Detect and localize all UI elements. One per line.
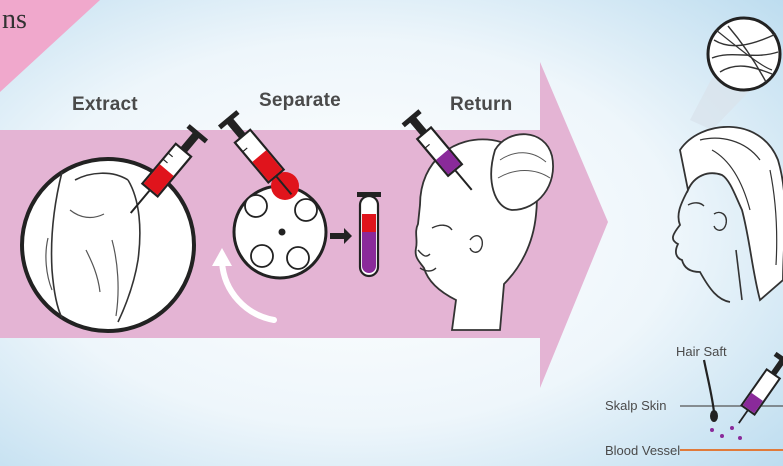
- blood-vessel-label: Blood Vessel: [605, 443, 680, 458]
- step-label-separate: Separate: [259, 90, 341, 112]
- magnifier-hair-icon: [708, 18, 780, 90]
- step-label-return: Return: [450, 94, 512, 116]
- hair-shaft-label: Hair Saft: [676, 344, 727, 359]
- step-label-extract: Extract: [72, 94, 138, 116]
- corner-title-fragment: ns: [2, 4, 27, 36]
- scalp-skin-label: Skalp Skin: [605, 398, 666, 413]
- test-tube-icon: [357, 192, 381, 276]
